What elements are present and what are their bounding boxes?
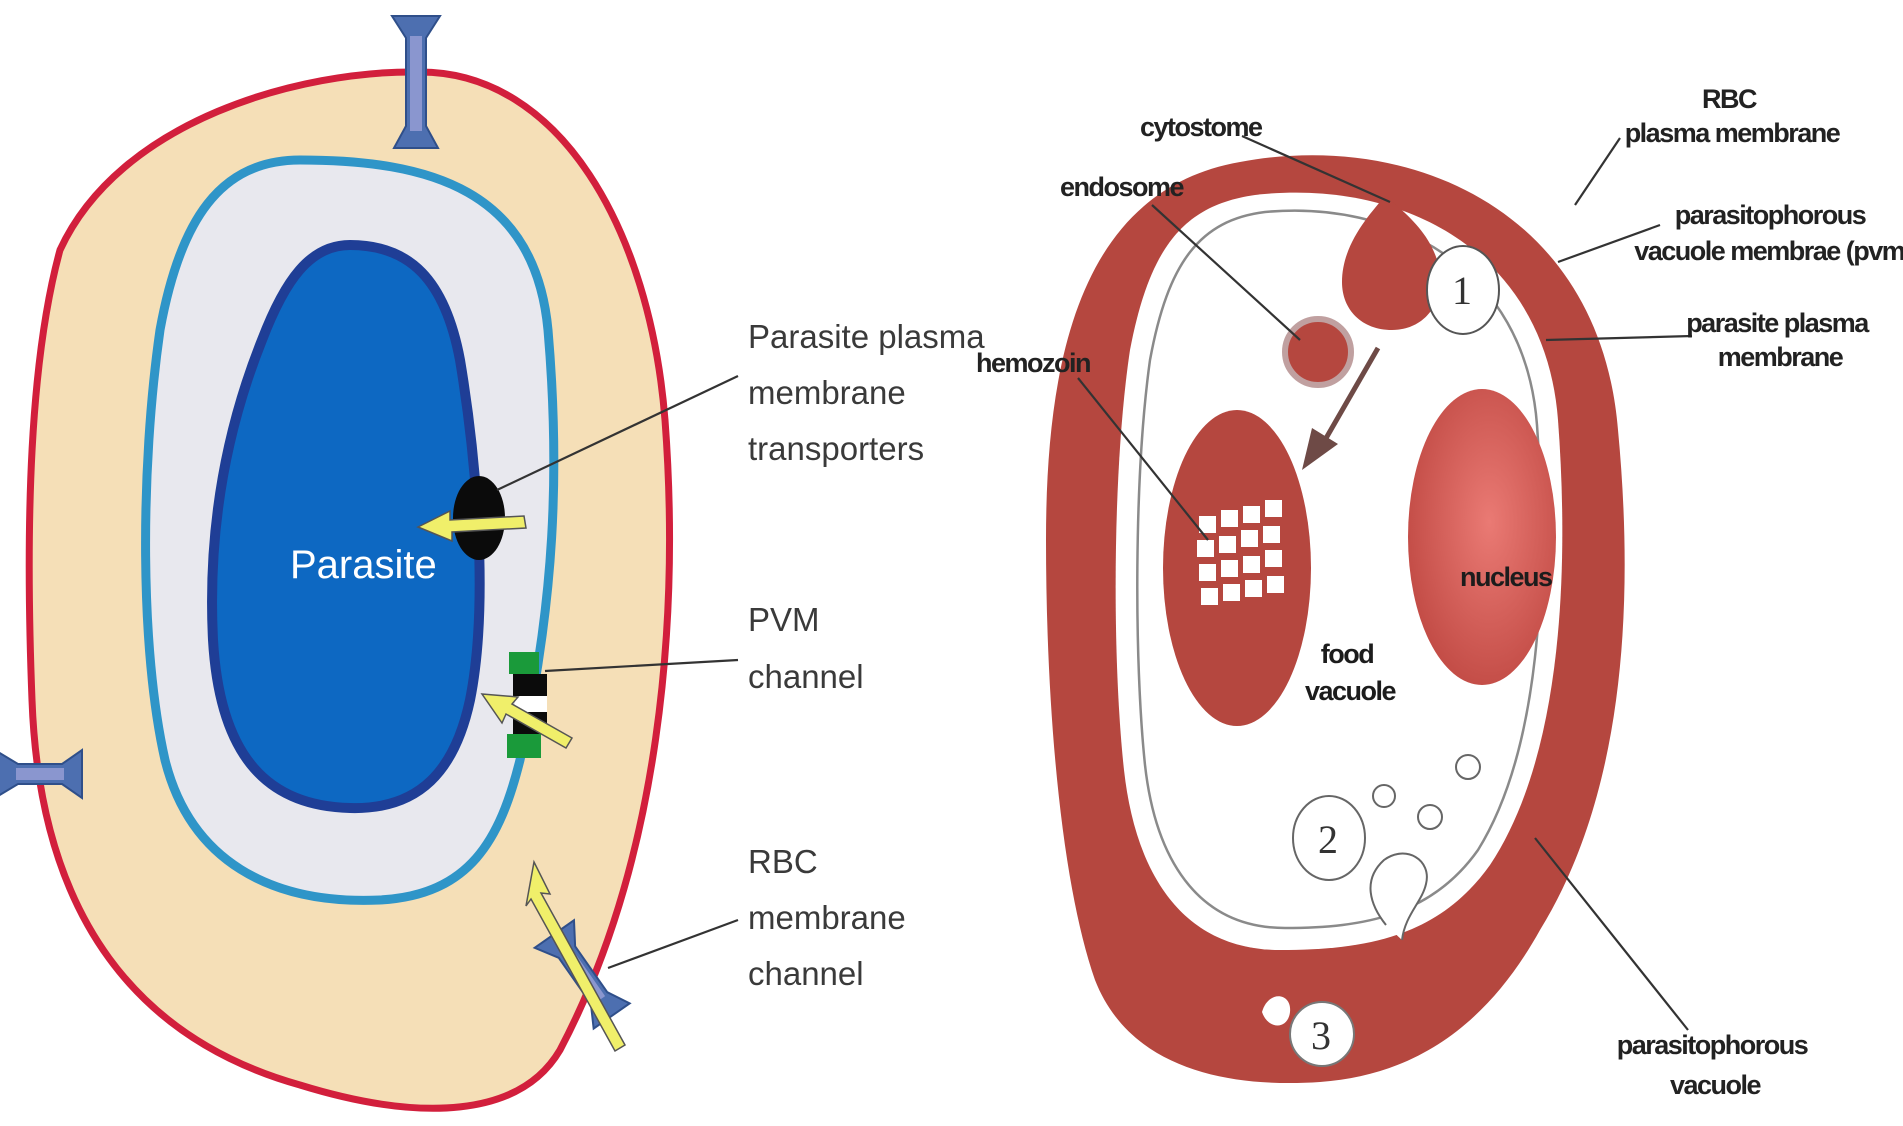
leader-rbc-channel: [608, 920, 738, 968]
label-parasitophorous-vacuole: parasitophorous vacuole: [1617, 1030, 1814, 1100]
label-transporters: Parasite plasma membrane transporters: [748, 318, 994, 467]
left-diagram: Parasite: [0, 16, 994, 1108]
endosome: [1285, 319, 1351, 385]
small-vesicle: [1418, 805, 1442, 829]
label-pvm-channel: PVM channel: [748, 601, 864, 695]
vesicle-1-number: 1: [1452, 268, 1472, 313]
parasite-label: Parasite: [290, 543, 437, 587]
label-rbc-plasma-membrane: RBC plasma membrane: [1625, 84, 1841, 148]
label-hemozoin: hemozoin: [976, 348, 1090, 378]
small-vesicle: [1456, 755, 1480, 779]
label-cytostome: cytostome: [1140, 112, 1263, 142]
vesicle-2-number: 2: [1318, 817, 1338, 862]
leader-rbc-membrane: [1575, 138, 1620, 205]
label-endosome: endosome: [1060, 172, 1185, 202]
label-parasite-plasma-membrane: parasite plasma membrane: [1686, 308, 1874, 372]
label-nucleus: nucleus: [1460, 562, 1552, 592]
small-vesicle: [1373, 785, 1395, 807]
nucleus: [1408, 389, 1556, 685]
right-diagram: 1 2 3: [976, 84, 1903, 1100]
vesicle-3-number: 3: [1311, 1013, 1331, 1058]
label-pvm: parasitophorous vacuole membrae (pvm): [1634, 200, 1903, 266]
label-rbc-channel: RBC membrane channel: [748, 843, 915, 992]
leader-parasitophorous-vacuole: [1535, 838, 1688, 1030]
